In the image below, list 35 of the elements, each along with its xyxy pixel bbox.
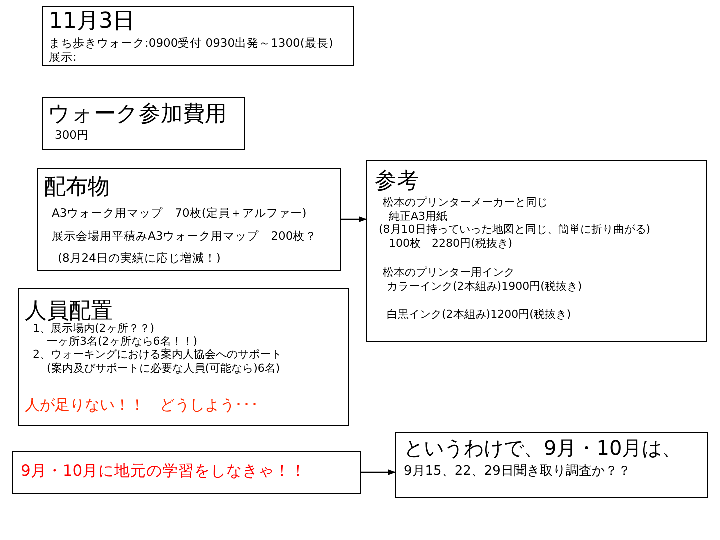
box-heading: というわけで、9月・10月は、 <box>404 437 682 460</box>
arrow <box>341 216 367 222</box>
fee-text: 300円 <box>55 129 89 142</box>
note-box <box>12 451 361 494</box>
note-box <box>42 6 354 66</box>
item-text: A3ウォーク用マップ 70枚(定員＋アルファー) <box>52 207 307 220</box>
note-box <box>18 288 349 426</box>
note-text: 2、ウォーキングにおける案内人協会へのサポート <box>33 349 282 362</box>
note-text: 100枚 2280円(税抜き) <box>389 238 513 251</box>
note-text: 純正A3用紙 <box>389 211 448 224</box>
note-text: 一ヶ所3名(2ヶ所なら6名！！) <box>47 336 198 348</box>
note-text: (案内及びサポートに必要な人員(可能なら)6名) <box>47 363 280 376</box>
note-text: 松本のプリンターメーカーと同じ <box>383 197 548 210</box>
plan-text: 9月15、22、29日聞き取り調査か？？ <box>404 465 631 480</box>
box-heading: 9月・10月に地元の学習をしなきゃ！！ <box>21 463 307 481</box>
item-text: 展示会場用平積みA3ウォーク用マップ 200枚？ <box>52 230 318 244</box>
arrow <box>361 470 396 476</box>
note-text: 松本のプリンター用インク <box>383 267 515 280</box>
schedule-text: まち歩きウォーク:0900受付 0930出発～1300(最長) <box>49 37 334 50</box>
box-heading: 参考 <box>375 169 419 194</box>
note-text: (8月10日持っていった地図と同じ、簡単に折り曲がる) <box>379 224 651 237</box>
exhibit-text: 展示: <box>49 51 77 64</box>
note-text: (8月24日の実績に応じ増減！) <box>58 252 221 266</box>
note-box <box>395 432 708 498</box>
box-heading: 人員配置 <box>25 299 113 324</box>
note-box <box>366 160 707 342</box>
date-heading: 11月3日 <box>49 9 135 34</box>
note-box <box>42 97 245 150</box>
note-text: 白黒インク(2本組み)1200円(税抜き) <box>387 309 572 322</box>
box-heading: 配布物 <box>44 175 110 200</box>
note-box <box>37 168 341 271</box>
warning-text: 人が足りない！！ どうしよう･･･ <box>25 397 259 414</box>
note-text: 1、展示場内(2ヶ所？？) <box>33 323 155 336</box>
note-text: カラーインク(2本組み)1900円(税抜き) <box>387 281 582 294</box>
box-heading: ウォーク参加費用 <box>48 102 227 128</box>
